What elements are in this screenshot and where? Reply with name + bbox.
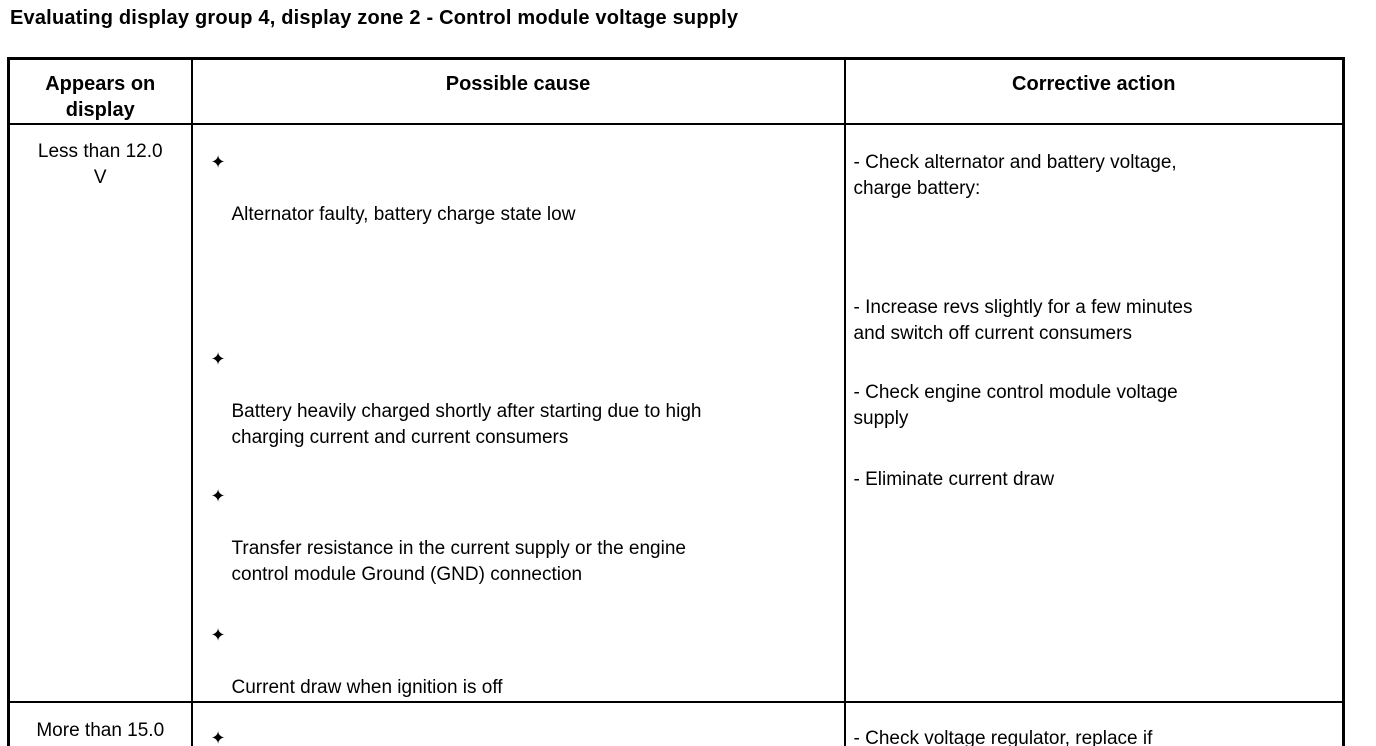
action-item: - Eliminate current draw [853,469,1055,490]
diamond-bullet-icon: ✦ [210,349,226,370]
action-list: - Check alternator and battery voltage, … [847,126,1342,700]
diamond-bullet-icon: ✦ [210,625,226,646]
header-cell-appears-on-display: Appears on display [7,57,193,125]
cause-text: Current draw when ignition is off [231,677,503,698]
cause-item: ✦ Alternator faulty, battery charge stat… [194,150,843,228]
cause-text: Transfer resistance in the current suppl… [231,538,686,585]
diamond-bullet-icon: ✦ [210,486,226,507]
action-item: - Check voltage regulator, replace if ne… [853,728,1153,746]
diamond-bullet-icon: ✦ [210,728,226,746]
action-item: - Increase revs slightly for a few minut… [853,297,1193,344]
possible-cause-cell: ✦ Voltage regulator on alternator faulty… [190,701,846,746]
corrective-action-cell: - Check alternator and battery voltage, … [843,123,1345,703]
corrective-action-cell: - Check voltage regulator, replace if ne… [843,701,1345,746]
header-label-appears-on-display: Appears on display [45,73,156,121]
header-cell-corrective-action: Corrective action [843,57,1345,125]
table-row-more-than-15v: More than 15.0 V ✦ Voltage regulator on … [7,701,1345,746]
document-title: Evaluating display group 4, display zone… [10,7,739,29]
table-row-less-than-12v: Less than 12.0 V ✦ Alternator faulty, ba… [7,123,1345,703]
display-value-cell: Less than 12.0 V [7,123,193,703]
header-cell-possible-cause: Possible cause [190,57,846,125]
display-value-cell: More than 15.0 V [7,701,193,746]
cause-item: ✦ Transfer resistance in the current sup… [194,484,843,588]
diagnostic-table-wrapper: Appears on display Possible cause Correc… [7,57,1345,746]
cause-item: ✦ Battery heavily charged shortly after … [194,347,843,451]
cause-text: Battery heavily charged shortly after st… [231,401,702,448]
cause-list: ✦ Alternator faulty, battery charge stat… [194,126,843,700]
header-label-corrective-action: Corrective action [1012,73,1176,95]
action-list: - Check voltage regulator, replace if ne… [847,704,1342,746]
diagnostic-table: Appears on display Possible cause Correc… [7,57,1345,746]
cause-text: Alternator faulty, battery charge state … [231,204,576,225]
action-item: - Check engine control module voltage su… [853,382,1178,429]
display-value: More than 15.0 V [36,720,165,741]
action-item: - Check alternator and battery voltage, … [853,152,1177,199]
table-header-row: Appears on display Possible cause Correc… [7,57,1345,125]
display-value: Less than 12.0 V [37,141,163,188]
cause-list: ✦ Voltage regulator on alternator faulty… [194,704,843,746]
header-label-possible-cause: Possible cause [445,73,591,95]
possible-cause-cell: ✦ Alternator faulty, battery charge stat… [190,123,846,703]
cause-item: ✦ Voltage regulator on alternator faulty [194,726,843,746]
cause-item: ✦ Current draw when ignition is off [194,623,843,700]
diamond-bullet-icon: ✦ [210,152,226,173]
